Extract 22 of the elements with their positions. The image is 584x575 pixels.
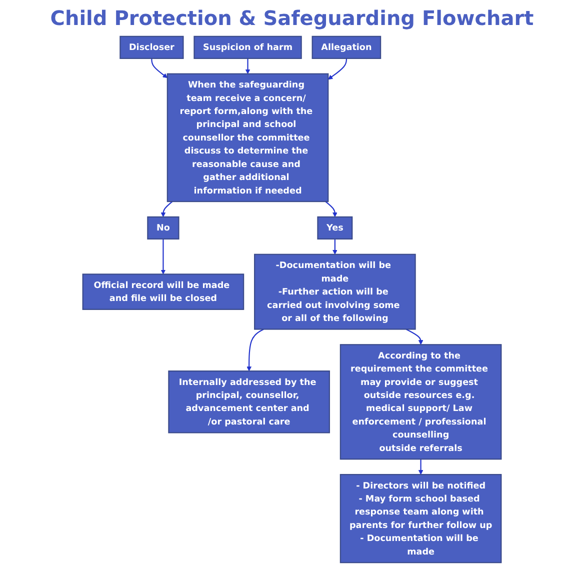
node-box: Allegation [312,36,382,59]
arrow [160,201,173,218]
node-box: When the safeguarding team receive a concern/ report form,along with the principal and school counsellor the committee discuss to determine the reasonable cause and gather additional information if needed [166,73,329,202]
arrow [328,58,347,80]
node-box: According to the requirement the committee may provide or suggest outside resources e.g. medical support/ Law enforcement / professional counselling outside referrals [340,344,502,460]
node-box: Internally addressed by the principal, counsellor, advancement center and /or pastoral care [168,370,330,434]
node-box: - Directors will be notified - May form school based response team along with parents for further follow up - Documentation will be made [340,474,502,564]
arrow [245,58,250,74]
arrow [332,238,338,255]
node-box: Discloser [120,36,184,59]
node-box: Suspicion of harm [194,36,302,59]
arrow [418,459,424,475]
node-box: No [147,216,180,240]
arrow [406,328,424,345]
node-box: Official record will be made and file will be closed [82,274,244,310]
arrow [246,328,264,372]
arrow [160,238,166,274]
arrow [325,201,338,218]
node-box: -Documentation will be made -Further action will be carried out involving some or all of the following [254,254,416,330]
node-box: Yes [317,216,353,240]
arrow [151,58,168,78]
diagram-title: Child Protection & Safeguarding Flowchart [49,6,535,30]
